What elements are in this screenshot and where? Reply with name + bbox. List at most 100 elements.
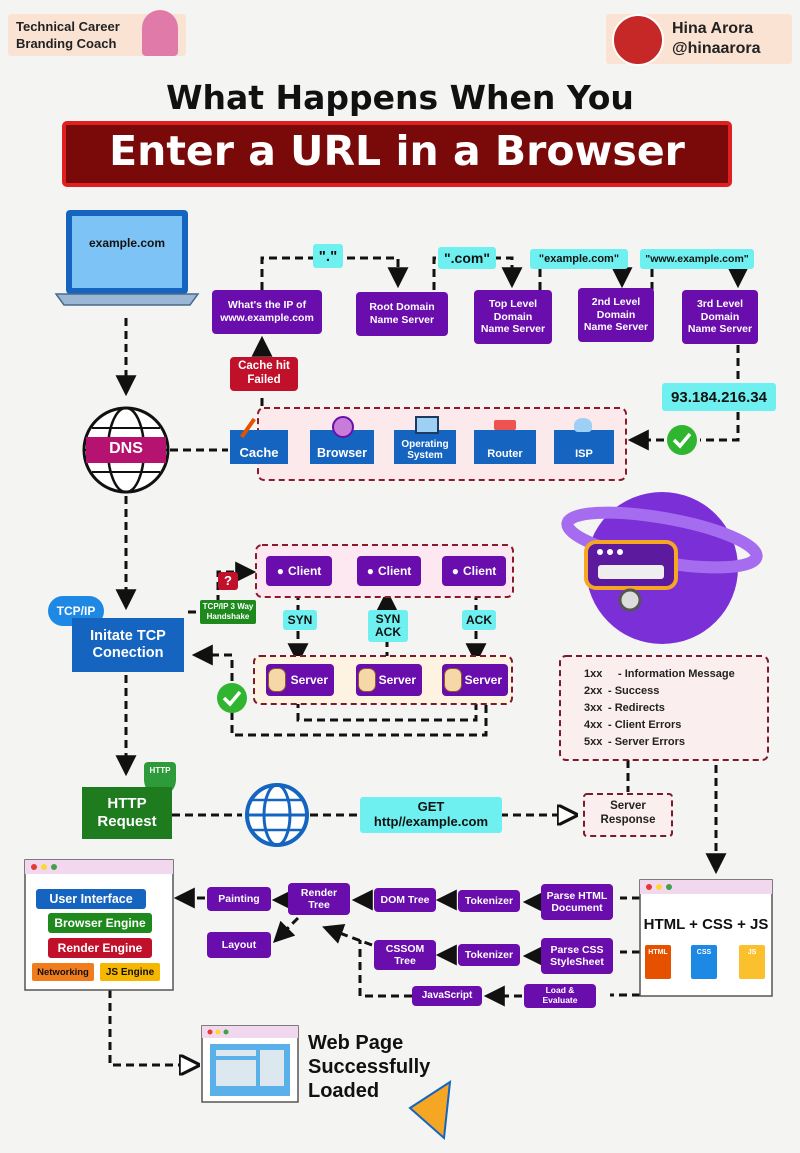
line-server-loop [296,700,478,722]
title-banner [62,121,732,187]
client-label: Client [462,564,497,578]
arrow-server-to-tcp [191,644,488,737]
final-line-1: Web Page [308,1032,404,1054]
line-ip-to-check [700,412,740,442]
status-row: 5xx- Server Errors [584,736,686,748]
tokenizer-css-box: Tokenizer [458,944,520,966]
html-file-icon: HTML [648,949,668,956]
dom-tree-box: DOM Tree [374,888,436,912]
server-response-label: Server Response [600,800,656,826]
get-request-box: GET http//example.com [360,797,502,833]
render-engine-block: Render Engine [48,938,152,958]
status-codes-list: 1xx- Information Message 2xx- Success 3x… [584,666,735,751]
step-syn: SYN [283,610,317,630]
tcp-badge: TCP/IP [56,604,96,618]
laptop-icon [54,210,200,306]
parse-html-box: Parse HTML Document [541,884,613,920]
title-line-1: What Happens When You [166,78,634,117]
final-line-2: Successfully [308,1056,431,1078]
dns-label-bg [86,437,166,463]
js-engine-block: JS Engine [100,963,160,981]
final-webpage-window [201,1025,299,1103]
arrow-cssom-render [322,923,373,947]
tld-server: Top Level Domain Name Server [474,290,552,344]
title-line-2: Enter a URL in a Browser [109,127,685,175]
get-method: GET [417,799,445,815]
cache-chain-isp: ISP [554,430,614,464]
check-icon-dns [667,425,697,455]
second-level-server: 2nd Level Domain Name Server [578,288,654,342]
browser-engine-block: Browser Engine [48,913,152,933]
client-box-3: ●Client [442,556,506,586]
javascript-box: JavaScript [412,986,482,1006]
tokenizer-html-box: Tokenizer [458,890,520,912]
cache-chain-router: Router [474,430,536,464]
user-icon: ● [451,564,459,578]
status-codes-box [559,655,769,761]
cache-chain-cache: Cache [230,430,288,464]
handshake-label: TCP/IP 3 Way Handshake [200,600,256,624]
planet-illustration [561,492,763,644]
tag-com: ".com" [438,247,496,269]
http-badge: HTTP [149,766,171,775]
get-url: http//example.com [373,814,489,829]
user-icon: ● [276,564,284,578]
networking-block: Networking [32,963,94,981]
final-line-3: Loaded [308,1080,380,1102]
user-icon: ● [366,564,374,578]
status-row: 3xx- Redirects [584,702,665,714]
satellite-dish-icon [574,418,592,432]
browser-mascot-icon [332,416,354,438]
tag-example-com: "example.com" [530,249,628,269]
client-label: Client [377,564,412,578]
status-row: 1xx- Information Message [584,668,735,680]
server-response-box [583,793,673,837]
js-file-icon: JS [747,949,757,956]
question-icon-bg [218,572,238,590]
step-syn-ack: SYN ACK [368,610,408,642]
cache-failed-badge: Cache hit Failed [230,357,298,391]
line-js-up [358,940,412,998]
painting-box: Painting [207,887,271,911]
client-label: Client [287,564,322,578]
client-box-1: ●Client [266,556,332,586]
html-css-js-window [639,879,773,997]
tcp-label: Initate TCP Conection [72,618,184,672]
dns-question-box: What's the IP of www.example.com [212,290,322,334]
render-tree-box: Render Tree [288,883,350,915]
author-handle: @hinaarora [672,40,761,57]
css-file-icon: CSS [696,949,712,956]
tag-root: "." [313,244,343,268]
step-ack: ACK [462,610,496,630]
layout-box: Layout [207,932,271,958]
party-popper-icon [408,1080,452,1141]
arrow-question-to-root [260,256,409,290]
author-name: Hina Arora [672,20,754,37]
monitor-icon [415,416,439,434]
network-globe-icon [245,783,309,847]
third-level-server: 3rd Level Domain Name Server [682,290,758,344]
check-icon-tcp [217,683,247,713]
cssom-tree-box: CSSOM Tree [374,940,436,970]
coach-avatar [142,10,178,56]
parse-css-box: Parse CSS StyleSheet [541,938,613,974]
root-domain-server: Root Domain Name Server [356,292,448,336]
arrow-render-layout [273,916,300,943]
ip-address: 93.184.216.34 [662,383,776,411]
database-icon [268,668,286,692]
html-css-js-label: HTML + CSS + JS [643,916,769,933]
tag-www-example-com: "www.example.com" [640,249,754,269]
router-icon [494,420,516,430]
http-request-box: HTTP Request [82,787,172,839]
question-icon: ? [224,573,232,588]
client-box-2: ●Client [357,556,421,586]
laptop-url: example.com [88,236,166,250]
status-row: 4xx- Client Errors [584,719,682,731]
cache-chain-os: Operating System [394,430,456,464]
user-interface-block: User Interface [36,889,146,909]
database-icon [358,668,376,692]
coach-line-1: Technical Career [16,19,120,34]
status-row: 2xx- Success [584,685,660,697]
dns-label: DNS [109,440,143,457]
coach-line-2: Branding Coach [16,36,117,51]
